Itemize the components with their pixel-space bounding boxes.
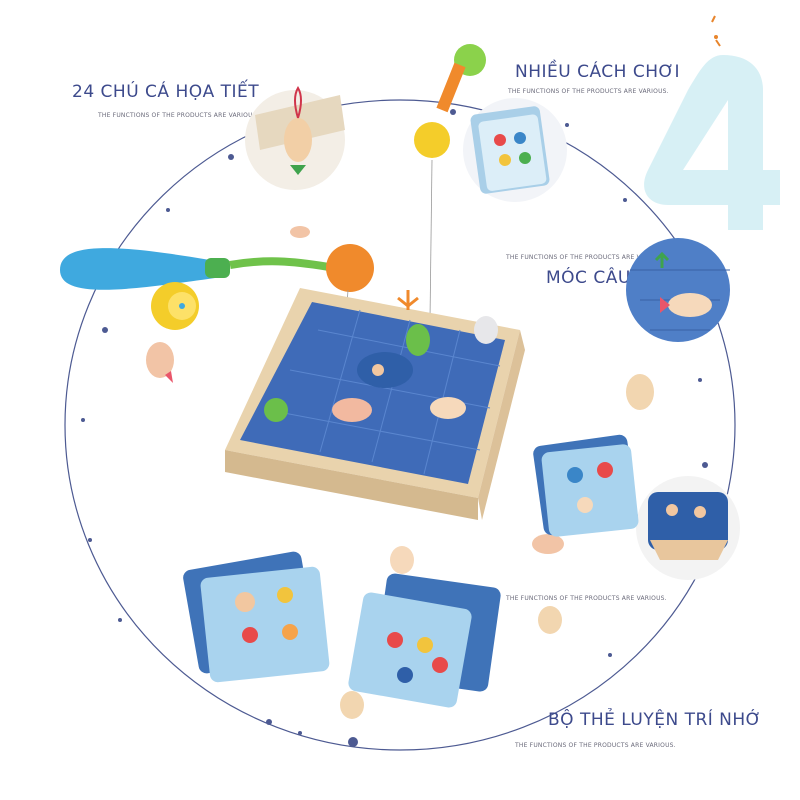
subtitle-boat: THE FUNCTIONS OF THE PRODUCTS ARE VARIOU… — [506, 595, 667, 602]
heading-fish: 24 CHÚ CÁ HỌA TIẾT — [72, 82, 260, 102]
hook-detail-circle — [626, 238, 730, 342]
heading-cards: BỘ THẺ LUYỆN TRÍ NHỚ — [548, 710, 762, 730]
fishing-rod-top — [414, 44, 486, 321]
heading-ways: NHIỀU CÁCH CHƠI — [515, 62, 681, 82]
card-stack-left — [183, 551, 330, 683]
subtitle-fish: THE FUNCTIONS OF THE PRODUCTS ARE VARIOU… — [98, 112, 259, 119]
card-stack-right — [533, 434, 639, 537]
cards-detail-circle — [463, 98, 567, 202]
boat-detail-circle — [636, 476, 740, 580]
fishing-rod-left — [60, 244, 374, 381]
game-board — [225, 288, 525, 520]
fish-detail-circle — [245, 86, 345, 190]
scattered-fish — [146, 226, 654, 719]
card-stack-middle — [348, 573, 501, 708]
heading-hook: MÓC CÂU — [546, 268, 631, 288]
subtitle-hook-above: THE FUNCTIONS OF THE PRODUCTS ARE VARIOU… — [506, 254, 667, 261]
big-number-4 — [628, 30, 788, 230]
subtitle-ways: THE FUNCTIONS OF THE PRODUCTS ARE VARIOU… — [508, 88, 669, 95]
subtitle-cards: THE FUNCTIONS OF THE PRODUCTS ARE VARIOU… — [515, 742, 676, 749]
